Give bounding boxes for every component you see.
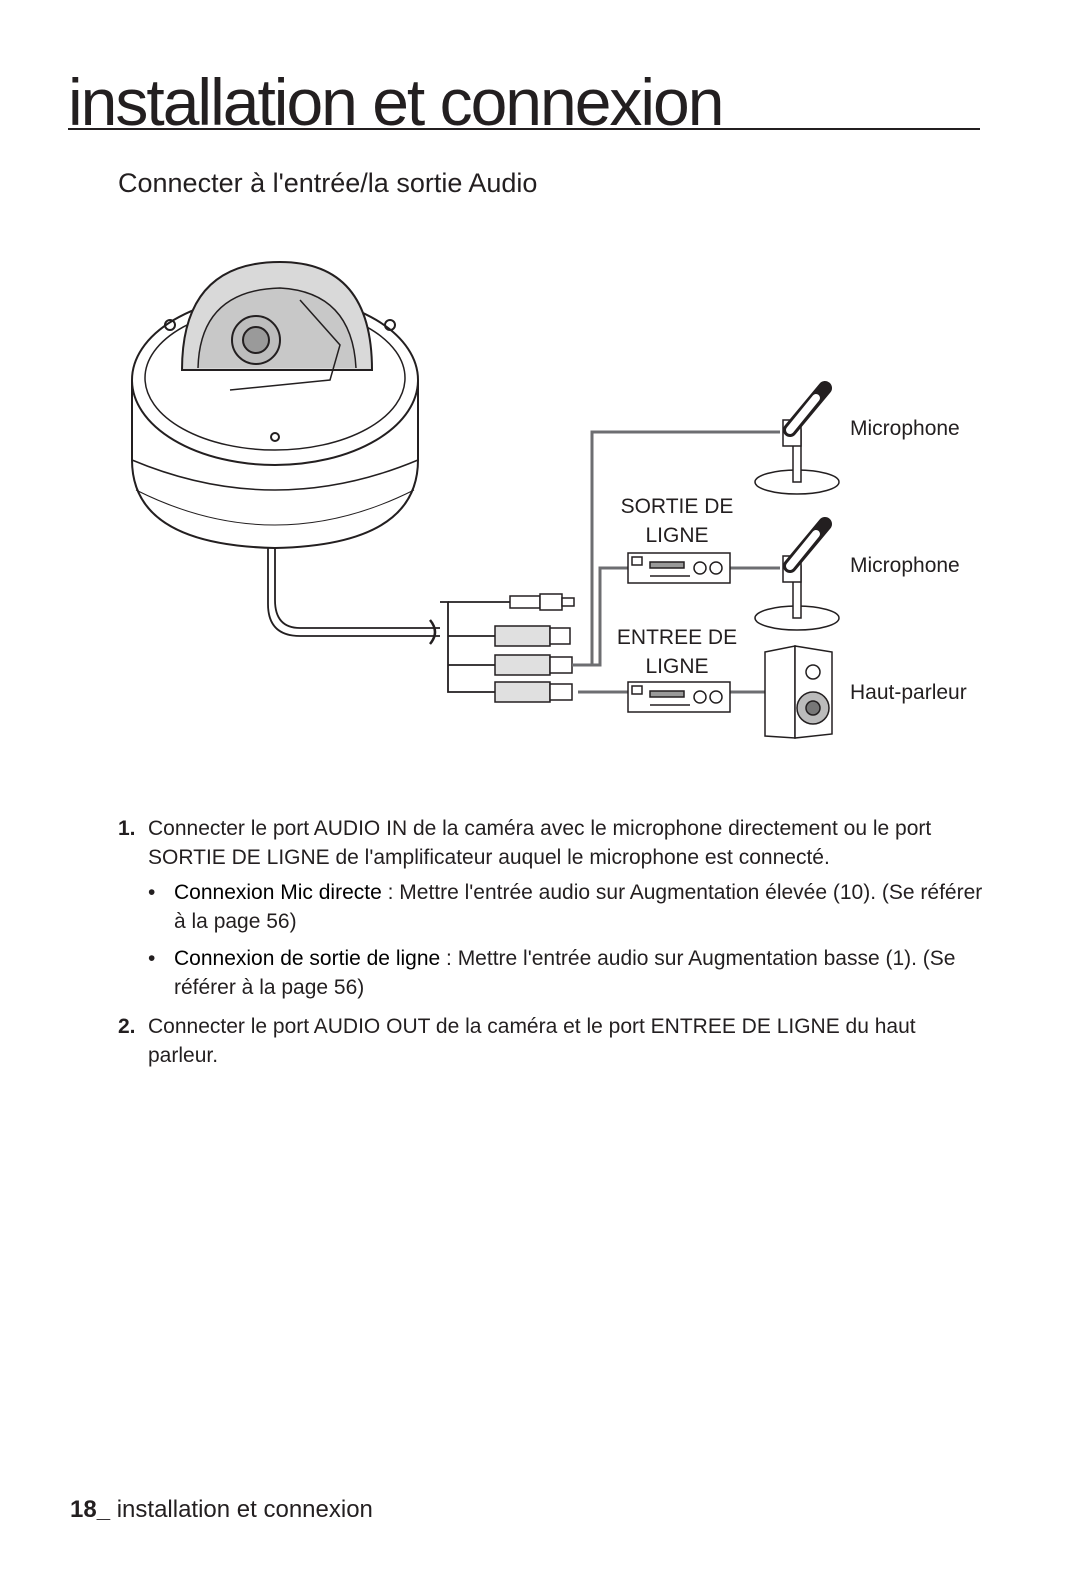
bullet-marker: •	[148, 881, 156, 904]
audio-connection-diagram: Microphone Microphone Haut-parleur SORTI…	[131, 260, 967, 739]
signal-wires	[572, 430, 780, 694]
step-text: Connecter le port AUDIO IN de la caméra …	[148, 817, 932, 869]
section-title: Connecter à l'entrée/la sortie Audio	[118, 168, 538, 198]
footer-section: installation et connexion	[110, 1496, 373, 1523]
label-microphone-1: Microphone	[850, 417, 960, 440]
bullet-term: Connexion de sortie de ligne	[174, 947, 441, 970]
step-number: 1.	[118, 817, 136, 840]
label-line-in-1: ENTREE DE	[617, 626, 737, 649]
page-footer: 18_ installation et connexion	[70, 1496, 373, 1524]
label-speaker: Haut-parleur	[850, 681, 967, 704]
speaker-illustration	[764, 645, 833, 739]
step-2: 2. Connecter le port AUDIO OUT de la cam…	[118, 1012, 990, 1070]
chapter-rule	[68, 128, 980, 130]
amplifier-line-in	[627, 681, 731, 713]
microphone-2-illustration	[754, 517, 840, 631]
label-microphone-2: Microphone	[850, 554, 960, 577]
bullet-text: : Mettre l'entrée audio sur Augmentation…	[174, 881, 983, 933]
step-1: 1. Connecter le port AUDIO IN de la camé…	[118, 814, 990, 1002]
connector-plugs	[494, 593, 575, 703]
page-number: 18_	[70, 1496, 111, 1523]
step-text: Connecter le port AUDIO OUT de la caméra…	[148, 1015, 916, 1067]
step-number: 2.	[118, 1015, 136, 1038]
bullet-marker: •	[148, 947, 156, 970]
camera-cables	[267, 548, 510, 693]
bullet-item: • Connexion Mic directe : Mettre l'entré…	[148, 878, 990, 936]
bullet-term: Connexion Mic directe	[174, 881, 382, 904]
label-line-out-2: LIGNE	[645, 524, 708, 547]
label-line-out-1: SORTIE DE	[621, 495, 734, 518]
microphone-1-illustration	[754, 381, 840, 495]
label-line-in-2: LIGNE	[645, 655, 708, 678]
amplifier-line-out	[627, 552, 731, 584]
bullet-item: • Connexion de sortie de ligne : Mettre …	[148, 944, 990, 1002]
chapter-title: installation et connexion	[68, 65, 724, 139]
step-1-bullets: • Connexion Mic directe : Mettre l'entré…	[148, 878, 990, 1002]
dome-camera-illustration	[131, 260, 419, 550]
instruction-steps: 1. Connecter le port AUDIO IN de la camé…	[118, 814, 990, 1080]
bullet-text: : Mettre l'entrée audio sur Augmentation…	[174, 947, 956, 999]
